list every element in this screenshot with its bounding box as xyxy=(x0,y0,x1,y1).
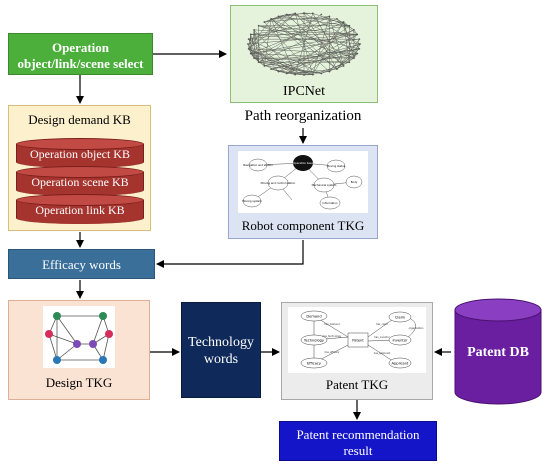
kb-item-link: Operation link KB xyxy=(35,203,125,217)
design-tkg-box: Design TKG xyxy=(8,300,150,400)
design-tkg-graph xyxy=(45,312,113,364)
robot-node-label-4: Mechanical system xyxy=(312,183,337,187)
robot-node-3 xyxy=(267,175,289,191)
robot-node-label-2: Moving status xyxy=(327,164,346,168)
technology-words-box: Technology words xyxy=(181,302,261,398)
robot-node-label-1: Operation base xyxy=(293,161,313,165)
kb-item-object: Operation object KB xyxy=(30,147,130,161)
operation-select-box: Operation object/link/scene select xyxy=(8,33,153,75)
design-tkg-graph-panel xyxy=(43,306,115,368)
robot-node-5 xyxy=(345,175,363,189)
technology-words-line1: Technology xyxy=(188,335,254,350)
ipcnet-box: IPCNet xyxy=(230,5,378,103)
robot-tkg-label: Robot component TKG xyxy=(241,218,365,233)
kb-cylinder-scene: Operation scene KB xyxy=(16,166,144,196)
patent-node-label-5: Inventor xyxy=(392,339,408,343)
patent-node-label-3: Patent xyxy=(352,339,364,343)
efficacy-words-label: Efficacy words xyxy=(42,257,121,272)
patent-node-2 xyxy=(300,357,328,369)
design-node-6 xyxy=(105,330,113,338)
design-node-2 xyxy=(53,356,61,364)
design-node-7 xyxy=(99,356,107,364)
patent-edge-label-6: organization xyxy=(409,327,424,330)
patent-node-3 xyxy=(347,332,369,348)
robot-node-label-6: Moving system xyxy=(242,199,262,203)
patent-node-label-4: Claim xyxy=(395,316,406,320)
patent-edge-label-0: has_demand xyxy=(324,323,340,326)
patent-node-label-6: Applicant xyxy=(392,362,409,366)
design-tkg-label: Design TKG xyxy=(45,375,113,390)
patent-node-1 xyxy=(300,334,328,346)
design-node-3 xyxy=(73,340,81,348)
robot-node-2 xyxy=(326,159,346,173)
patent-tkg-box: Demand Technology Efficacy Patent Claim … xyxy=(281,302,433,400)
design-node-5 xyxy=(99,312,107,320)
patent-recommendation-line2: result xyxy=(343,443,373,458)
kb-cylinder-link: Operation link KB xyxy=(16,194,144,224)
patent-db-cylinder: Patent DB xyxy=(453,298,543,406)
robot-node-label-3: Moving and control station xyxy=(261,181,296,185)
robot-node-0 xyxy=(248,158,268,172)
efficacy-words-box: Efficacy words xyxy=(8,249,155,279)
patent-db-label: Patent DB xyxy=(467,345,529,360)
patent-db-shape xyxy=(454,298,542,405)
patent-node-6 xyxy=(388,357,412,369)
patent-edge-label-3: has_claim xyxy=(376,323,389,326)
patent-edge-label-1: has_technology xyxy=(323,335,342,338)
patent-recommendation-box: Patent recommendation result xyxy=(279,421,437,461)
patent-node-0 xyxy=(300,310,328,322)
design-node-1 xyxy=(45,330,53,338)
patent-tkg-graph-panel: Demand Technology Efficacy Patent Claim … xyxy=(288,307,426,373)
robot-node-7 xyxy=(319,196,341,210)
robot-node-4 xyxy=(313,177,335,193)
robot-node-label-0: Navigation and station xyxy=(243,163,273,167)
robot-node-6 xyxy=(242,194,262,208)
patent-tkg-label: Patent TKG xyxy=(325,377,389,392)
patent-edge-label-4: has_inventor xyxy=(374,336,389,339)
robot-node-label-5: Body xyxy=(351,180,358,184)
design-kb-title: Design demand KB xyxy=(28,112,131,127)
ipcnet-network-graphic xyxy=(247,12,361,76)
patent-edge-label-2: has_efficacy xyxy=(325,351,340,354)
kb-item-scene: Operation scene KB xyxy=(31,175,129,189)
patent-node-4 xyxy=(388,311,412,323)
robot-component-tkg-box: Navigation and station Operation base Mo… xyxy=(228,145,378,239)
operation-select-line2: object/link/scene select xyxy=(17,56,144,71)
patent-node-label-1: Technology xyxy=(303,339,325,343)
design-node-4 xyxy=(89,340,97,348)
ipcnet-label: IPCNet xyxy=(283,84,325,99)
design-node-0 xyxy=(53,312,61,320)
robot-tkg-graph-panel: Navigation and station Operation base Mo… xyxy=(238,151,368,213)
robot-tkg-graph: Navigation and station Operation base Mo… xyxy=(242,155,363,210)
patent-edge-label-5: has_applicant xyxy=(374,352,391,355)
kb-cylinder-object: Operation object KB xyxy=(16,138,144,168)
patent-node-5 xyxy=(388,334,412,346)
arrow-robot-to-efficacy xyxy=(156,240,304,268)
robot-node-1 xyxy=(293,155,313,171)
operation-select-line1: Operation xyxy=(51,40,110,55)
technology-words-line2: words xyxy=(203,352,239,367)
patent-node-label-0: Demand xyxy=(306,315,321,319)
patent-node-label-2: Efficacy xyxy=(307,362,322,366)
patent-tkg-graph: Demand Technology Efficacy Patent Claim … xyxy=(300,310,424,369)
patent-recommendation-line1: Patent recommendation xyxy=(296,427,420,442)
path-reorganization-label: Path reorganization xyxy=(244,108,362,124)
robot-node-label-7: Information xyxy=(322,201,337,205)
